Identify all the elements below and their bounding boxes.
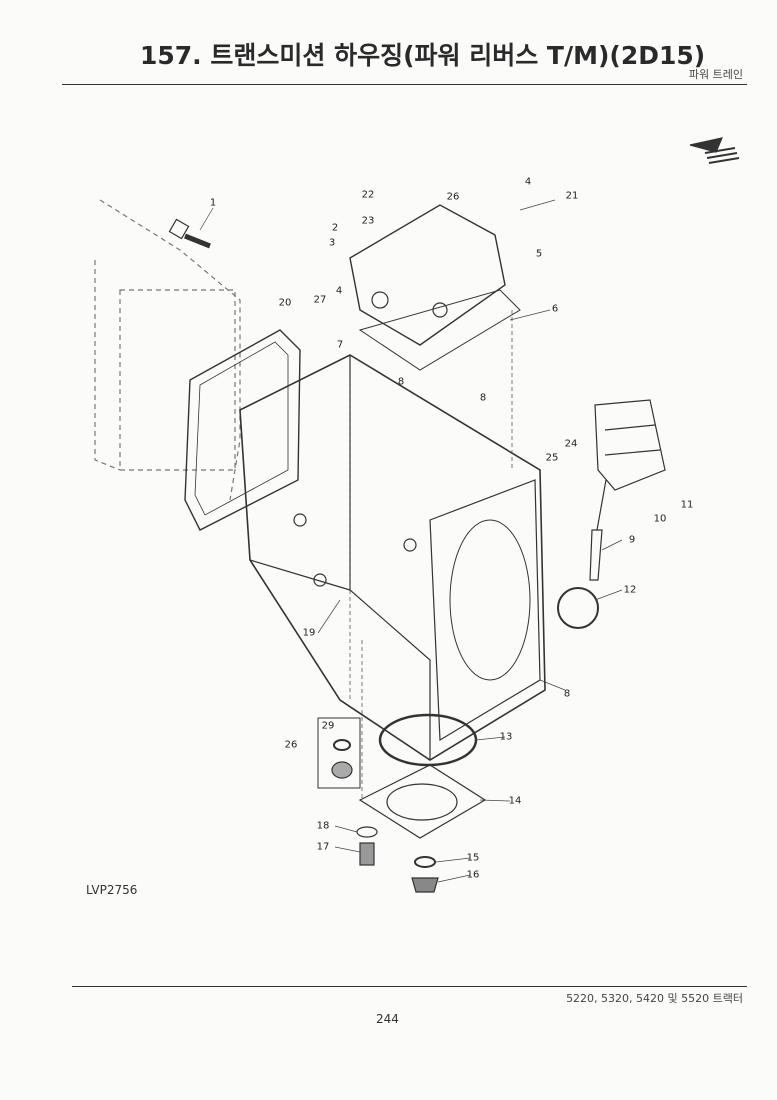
callout-20: 20 bbox=[278, 297, 292, 309]
top-cover bbox=[349, 204, 506, 346]
transmission-housing bbox=[239, 354, 546, 761]
plug-kit-box bbox=[317, 717, 361, 789]
drain-plug bbox=[411, 877, 439, 893]
callout-18: 18 bbox=[316, 820, 330, 832]
dipstick bbox=[589, 529, 603, 581]
side-cover bbox=[594, 399, 666, 491]
callout-8: 8 bbox=[397, 376, 405, 388]
callout-25: 25 bbox=[545, 452, 559, 464]
cover-plate bbox=[358, 764, 487, 839]
engine-outline bbox=[94, 199, 241, 501]
figure-id: LVP2756 bbox=[86, 883, 138, 897]
front-direction-arrow-icon bbox=[689, 137, 740, 164]
callout-17: 17 bbox=[316, 841, 330, 853]
callout-3: 3 bbox=[328, 237, 336, 249]
snap-ring bbox=[557, 587, 599, 629]
callout-26b: 26 bbox=[284, 739, 298, 751]
callout-4b: 4 bbox=[335, 285, 343, 297]
callout-10: 10 bbox=[653, 513, 667, 525]
callout-4: 4 bbox=[524, 176, 532, 188]
bolt-icon bbox=[168, 218, 211, 249]
footer-divider bbox=[72, 986, 747, 987]
header-divider bbox=[62, 84, 747, 85]
callout-11: 11 bbox=[680, 499, 694, 511]
callout-6: 6 bbox=[551, 303, 559, 315]
callout-15: 15 bbox=[466, 852, 480, 864]
gasket bbox=[184, 329, 301, 531]
callout-9: 9 bbox=[628, 534, 636, 546]
page-title: 157. 트랜스미션 하우징(파워 리버스 T/M)(2D15) bbox=[140, 41, 706, 70]
callout-7: 7 bbox=[336, 339, 344, 351]
callout-23: 23 bbox=[361, 215, 375, 227]
callout-8b: 8 bbox=[479, 392, 487, 404]
callout-5: 5 bbox=[535, 248, 543, 260]
callout-24: 24 bbox=[564, 438, 578, 450]
callout-13: 13 bbox=[499, 731, 513, 743]
applicable-models: 5220, 5320, 5420 및 5520 트랙터 bbox=[566, 992, 743, 1005]
callout-27: 27 bbox=[313, 294, 327, 306]
callout-12: 12 bbox=[623, 584, 637, 596]
callout-8c: 8 bbox=[563, 688, 571, 700]
callout-21: 21 bbox=[565, 190, 579, 202]
page-number: 244 bbox=[376, 1012, 399, 1026]
callout-26: 26 bbox=[446, 191, 460, 203]
callout-14: 14 bbox=[508, 795, 522, 807]
callout-29: 29 bbox=[321, 720, 335, 732]
callout-19: 19 bbox=[302, 627, 316, 639]
section-label: 파워 트레인 bbox=[688, 68, 743, 81]
callout-1: 1 bbox=[209, 197, 217, 209]
callout-16: 16 bbox=[466, 869, 480, 881]
callout-22: 22 bbox=[361, 189, 375, 201]
callout-2: 2 bbox=[331, 222, 339, 234]
